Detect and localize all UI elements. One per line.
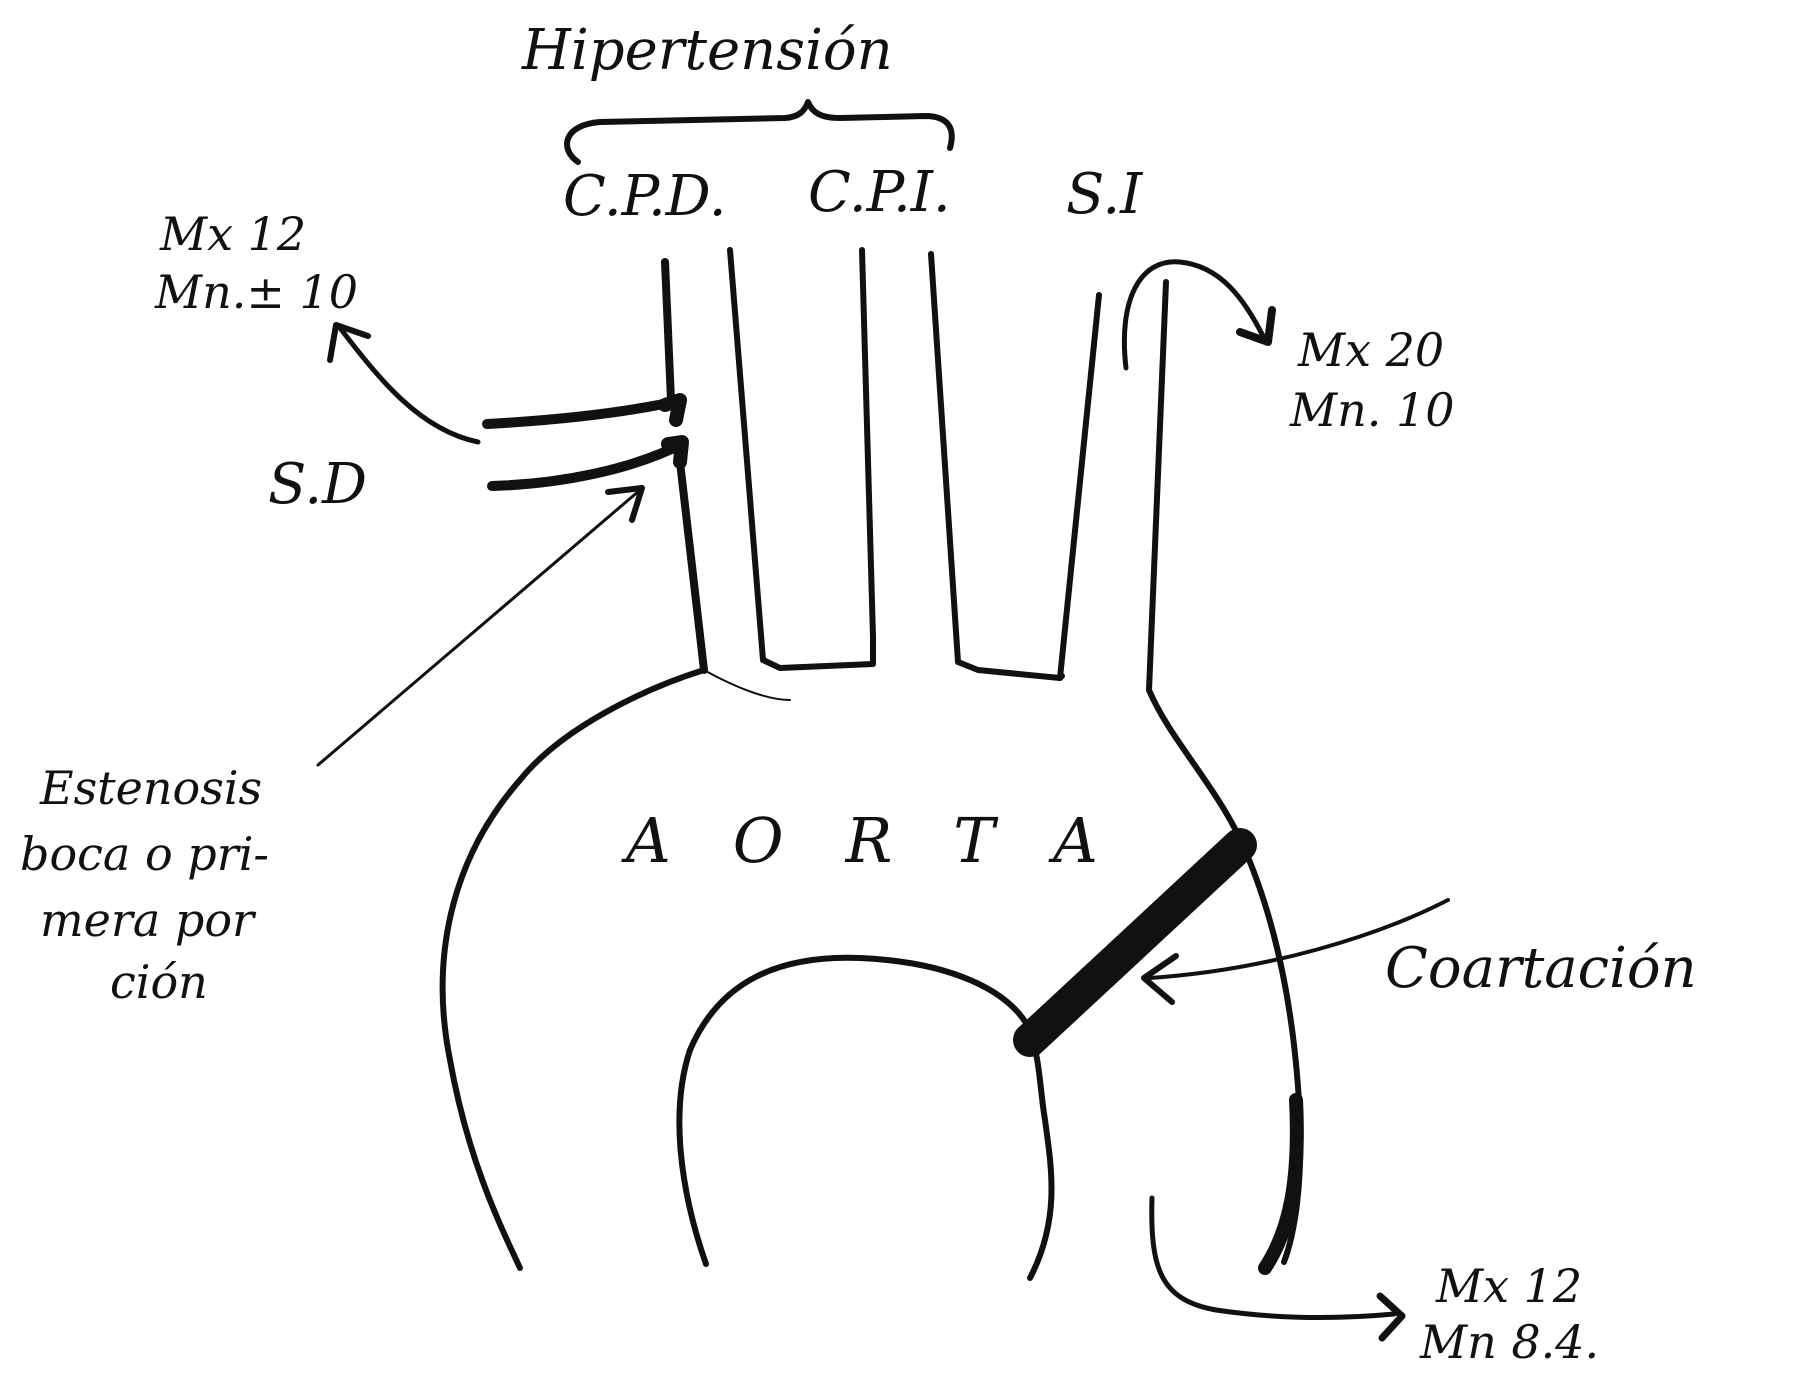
left-pressure-arrow	[1124, 262, 1264, 368]
left-carotid-right-wall	[931, 254, 958, 662]
right-pressure-max: Mx 12	[160, 210, 306, 258]
estenosis-label-line2: boca o pri-	[20, 830, 269, 878]
hypertension-brace	[567, 102, 952, 162]
estenosis-label-line3: mera por	[40, 896, 254, 944]
left-carotid-left-wall	[862, 250, 873, 637]
vessel-floor-2	[958, 662, 1062, 678]
cpi-label: C.P.I.	[808, 164, 951, 223]
hipertension-label: Hipertensión	[522, 22, 893, 81]
estenosis-label-line4: ción	[110, 958, 208, 1006]
aorta-inner-wall	[679, 958, 1051, 1278]
sd-label: S.D	[268, 456, 367, 515]
left-subclavian-right-wall	[1149, 282, 1166, 690]
vessel-floor-1	[763, 637, 873, 668]
coartacion-label: Coartación	[1385, 940, 1697, 999]
right-subclavian-upper	[487, 400, 682, 424]
si-label: S.I	[1066, 166, 1142, 225]
cpd-label: C.P.D.	[563, 168, 727, 227]
lower-pressure-min: Mn 8.4.	[1420, 1318, 1599, 1366]
right-pressure-min: Mn.± 10	[155, 268, 358, 316]
aorta-label: AORTA	[626, 808, 1160, 873]
right-pressure-arrow	[340, 328, 478, 442]
aorta-outer-wall-left	[443, 670, 704, 1268]
left-pressure-min: Mn. 10	[1290, 386, 1455, 434]
left-pressure-max: Mx 20	[1298, 326, 1444, 374]
right-carotid-right-wall	[730, 250, 763, 660]
left-subclavian-left-wall	[1060, 295, 1099, 678]
estenosis-label-line1: Estenosis	[40, 764, 262, 812]
lower-pressure-max: Mx 12	[1436, 1262, 1582, 1310]
right-subclavian-lower	[492, 444, 682, 486]
aorta-top-left	[704, 670, 790, 700]
